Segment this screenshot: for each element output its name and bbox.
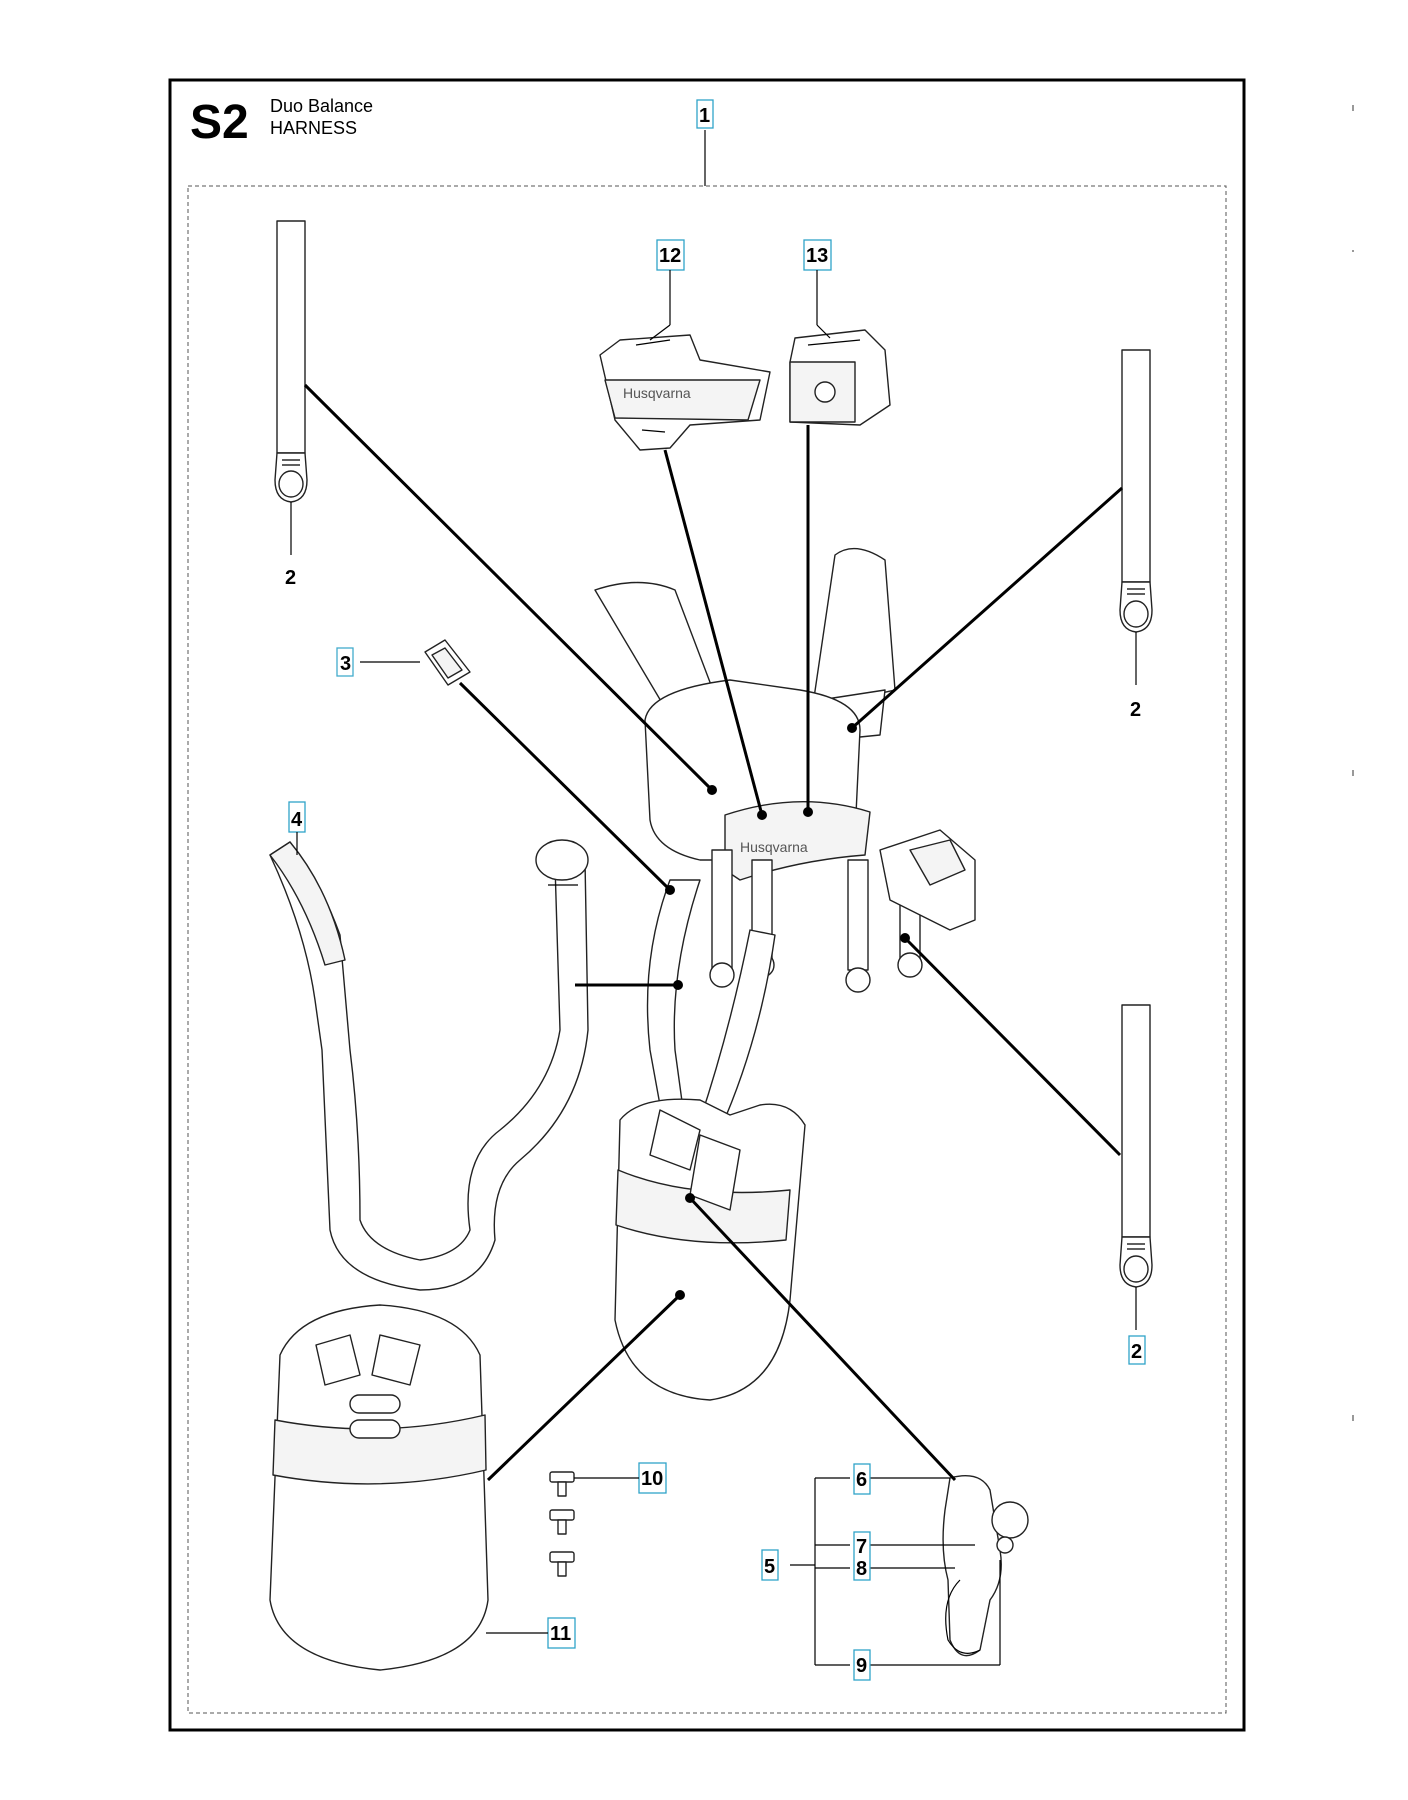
callout-2-mid-right: 2 (1130, 699, 1141, 721)
callout-3: 3 (340, 653, 351, 675)
strap-bottom-right (1119, 1004, 1153, 1288)
outer-frame (168, 78, 1246, 1732)
callout-7: 7 (856, 1536, 867, 1558)
callout-2-bottom-right: 2 (1131, 1341, 1142, 1363)
callout-12: 12 (659, 245, 681, 267)
callout-11: 11 (550, 1623, 571, 1645)
callout-4: 4 (291, 809, 303, 831)
hook-assembly (942, 1475, 1029, 1657)
callout-8: 8 (856, 1558, 867, 1580)
title-line-2: HARNESS (270, 118, 357, 138)
pad-logo-left: Husqvarna (623, 385, 691, 401)
title-line-1: Duo Balance (270, 96, 373, 116)
chest-logo: Husqvarna (740, 839, 808, 855)
strap-top-left (274, 220, 308, 503)
callout-10: 10 (641, 1468, 663, 1490)
shoulder-pad-left: Husqvarna (599, 334, 771, 451)
callout-5: 5 (764, 1556, 775, 1578)
pack-large (269, 1304, 489, 1671)
callout-9: 9 (856, 1655, 867, 1677)
assembly-boundary (187, 185, 1227, 1714)
screws (549, 1471, 575, 1577)
callout-2-top-left: 2 (285, 567, 296, 589)
strap-mid-right (1119, 349, 1153, 633)
harness-assembly: Husqvarna (594, 547, 976, 1161)
hip-belt (269, 839, 589, 1291)
pack-front (614, 1098, 806, 1401)
callout-1: 1 (699, 105, 710, 127)
buckle (424, 639, 471, 686)
section-code: S2 (190, 96, 249, 149)
shoulder-pad-right (789, 329, 891, 426)
callout-6: 6 (856, 1469, 867, 1491)
callout-13: 13 (806, 245, 828, 267)
